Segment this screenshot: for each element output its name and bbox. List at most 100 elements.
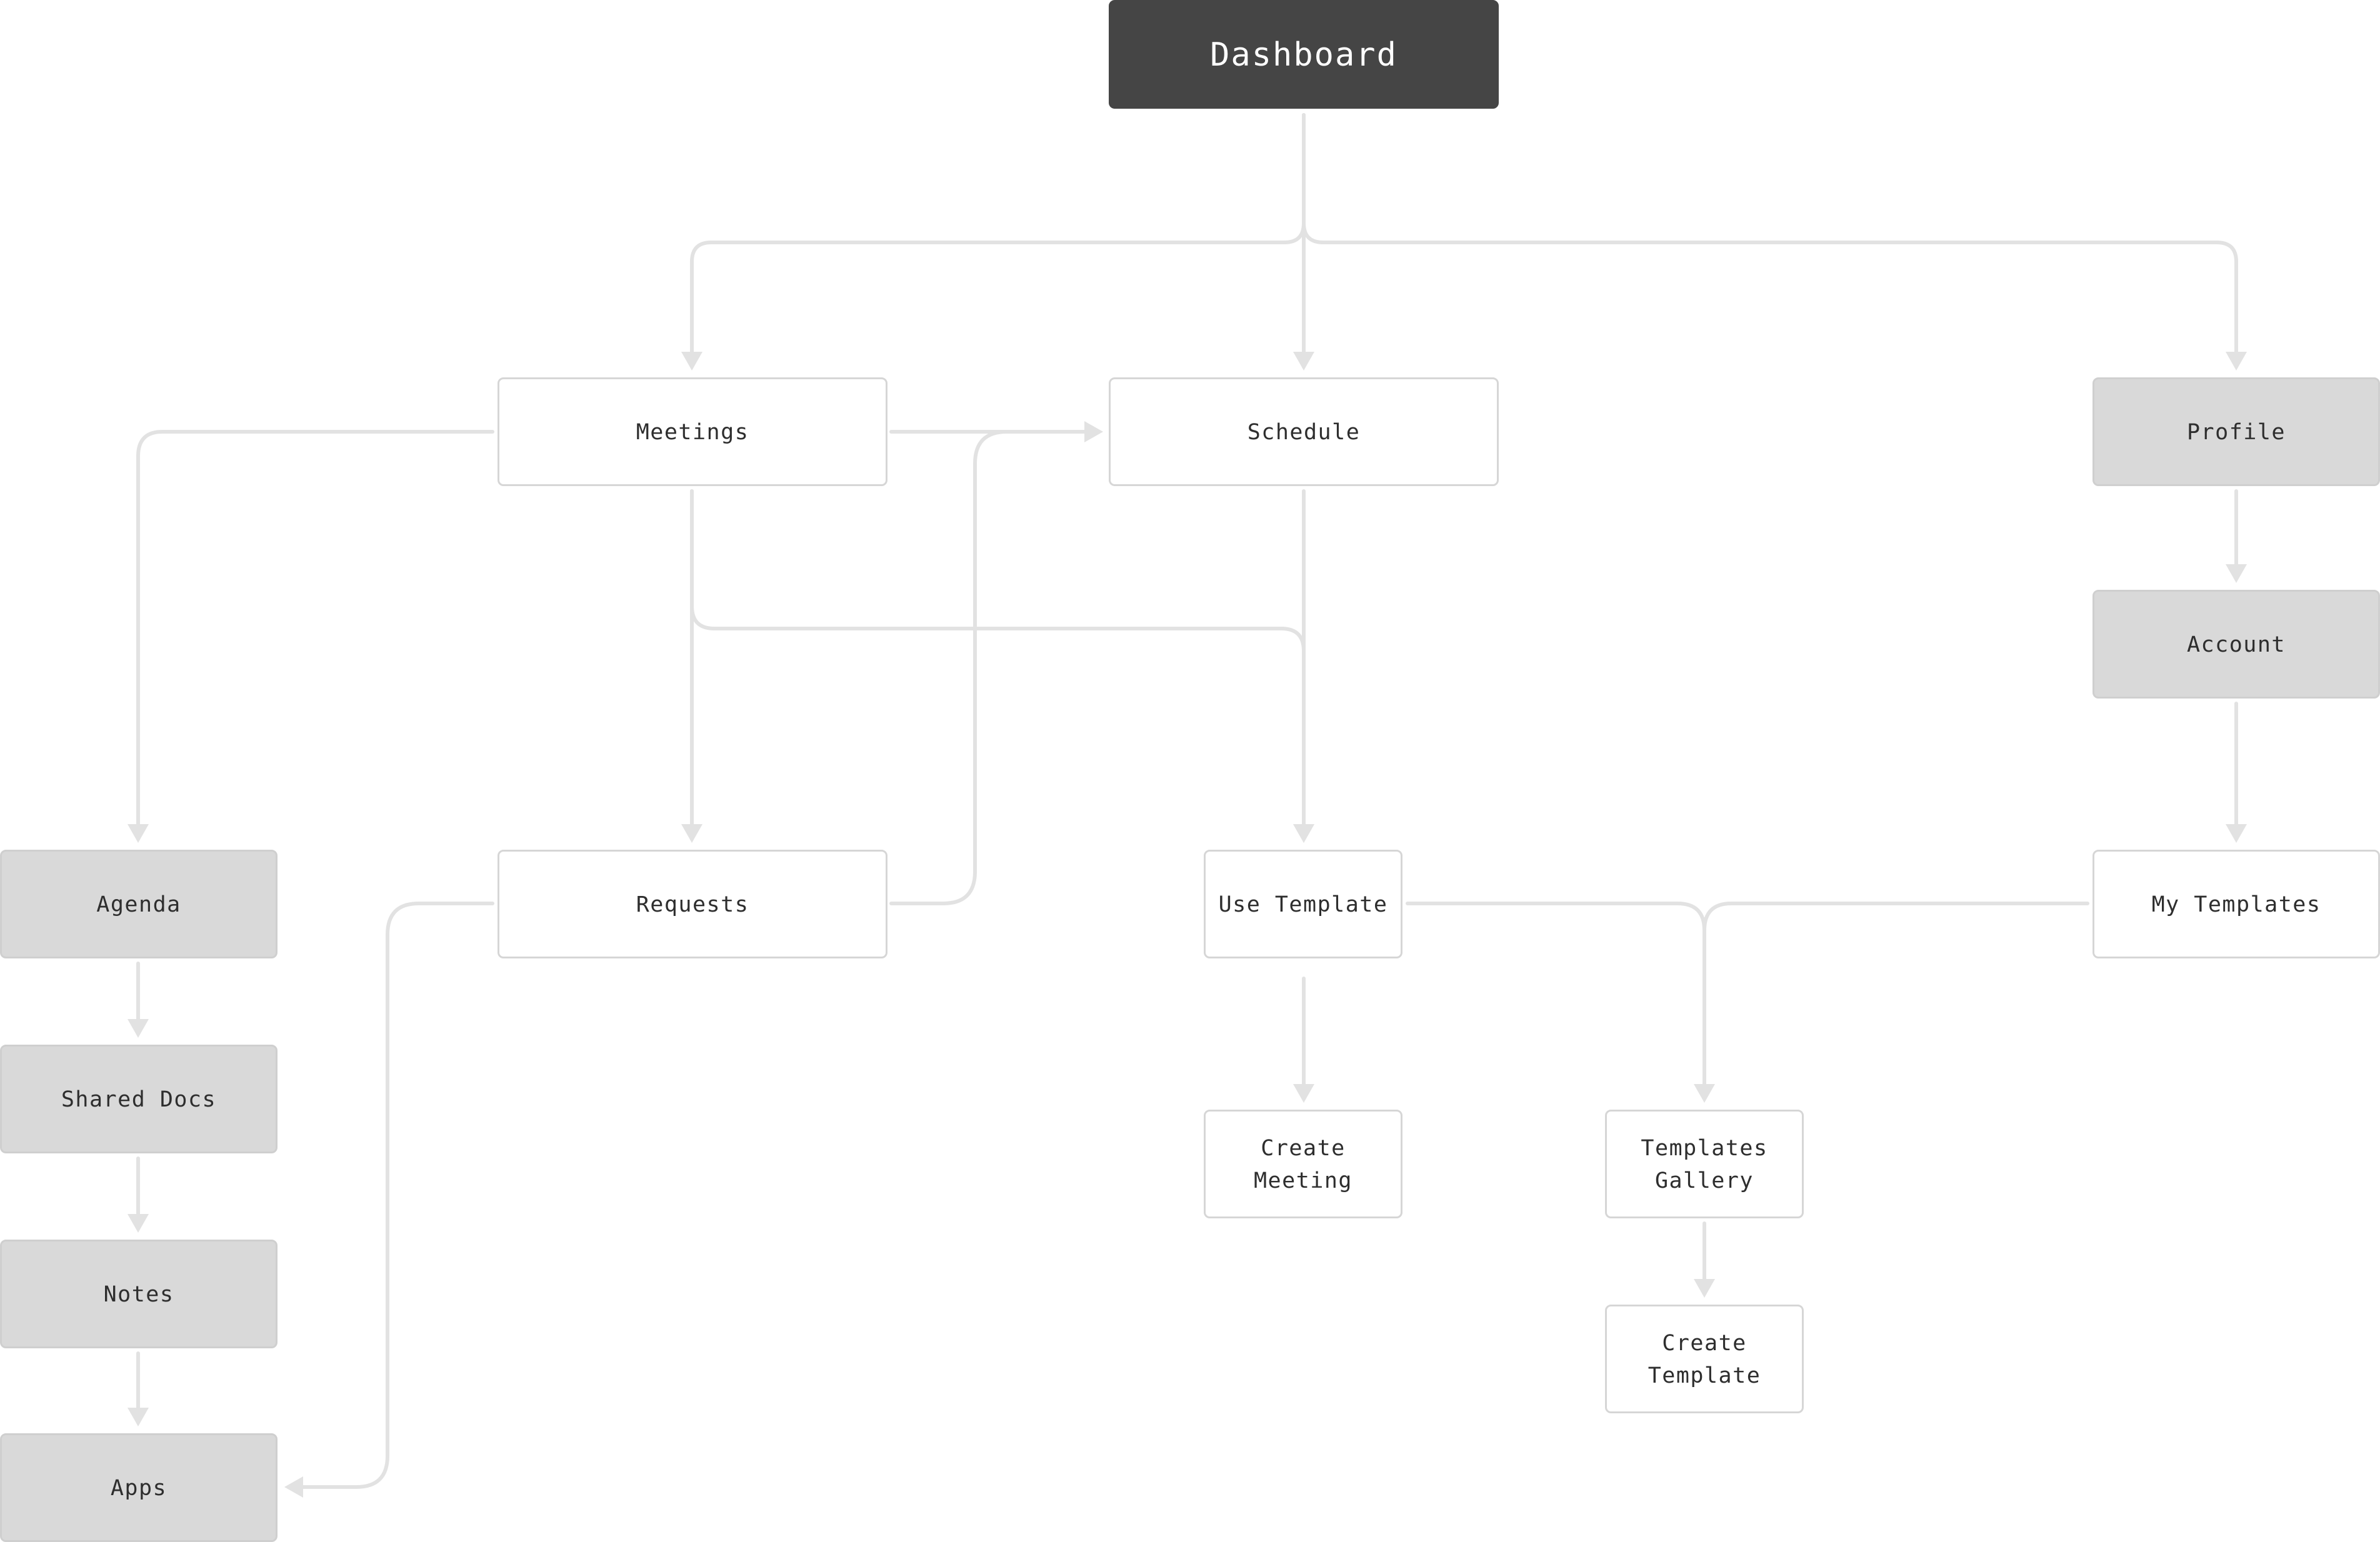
node-label-line: Gallery [1655,1168,1754,1193]
arrowhead-icon [1293,1084,1314,1103]
node-apps[interactable]: Apps [0,1433,278,1542]
node-meetings[interactable]: Meetings [498,377,888,486]
connector-line [1302,113,2238,356]
arrowhead-icon [1084,421,1103,442]
arrowhead-icon [2226,352,2247,371]
node-box [2092,850,2380,958]
connector-use-template-to-create-meeting [1293,977,1314,1103]
node-box [2092,377,2380,486]
connector-line [299,902,494,1489]
connector-requests-to-apps [284,902,494,1498]
node-label: Apps [111,1476,167,1501]
node-label-line: Shared Docs [61,1087,216,1112]
node-label: Account [2187,632,2286,657]
connector-agenda-to-shared-docs [128,962,149,1038]
node-box [498,850,888,958]
connector-meetings-to-agenda [128,430,494,843]
node-label-line: Apps [111,1476,167,1501]
node-box [1109,0,1499,109]
arrowhead-icon [2226,564,2247,583]
connector-line [889,430,1088,905]
node-box [0,850,278,958]
node-box [1204,850,1402,958]
arrowhead-icon [1293,824,1314,843]
arrowhead-icon [681,352,702,371]
connector-use-template-to-templates-gallery [1406,902,1715,1103]
connector-requests-to-schedule [889,430,1088,905]
arrowhead-icon [1694,1084,1715,1103]
connector-line [690,113,1306,356]
node-box [1605,1305,1804,1413]
arrowhead-icon [128,1019,149,1038]
node-box [0,1240,278,1348]
node-my-templates[interactable]: My Templates [2092,850,2380,958]
node-box [0,1045,278,1153]
node-account[interactable]: Account [2092,590,2380,699]
node-label: Meetings [636,420,749,445]
node-shared-docs[interactable]: Shared Docs [0,1045,278,1153]
arrowhead-icon [2226,824,2247,843]
connector-line [1406,902,1706,1088]
node-requests[interactable]: Requests [498,850,888,958]
node-label: Agenda [96,892,181,917]
arrowhead-icon [681,824,702,843]
node-box [1109,377,1499,486]
connector-my-templates-to-templates-gallery [1702,902,2089,932]
node-label-line: Meetings [636,420,749,445]
node-label: Shared Docs [61,1087,216,1112]
node-profile[interactable]: Profile [2092,377,2380,486]
node-label: Schedule [1248,420,1361,445]
node-label: Dashboard [1210,36,1398,74]
connector-line [136,430,494,828]
node-label-line: Create [1261,1136,1345,1161]
arrowhead-icon [128,824,149,843]
node-label: Requests [636,892,749,917]
connector-schedule-to-use-template [1293,489,1314,843]
node-label: Notes [104,1282,174,1307]
node-agenda[interactable]: Agenda [0,850,278,958]
node-box [498,377,888,486]
node-label: My Templates [2152,892,2321,917]
node-notes[interactable]: Notes [0,1240,278,1348]
node-label-line: Dashboard [1210,36,1398,74]
node-label-line: Schedule [1248,420,1361,445]
node-label-line: Meeting [1254,1168,1352,1193]
connector-profile-to-account [2226,489,2247,583]
node-label-line: Profile [2187,420,2286,445]
connector-shared-docs-to-notes [128,1156,149,1233]
connector-dashboard-to-profile [1302,113,2247,371]
connector-dashboard-to-meetings [681,113,1306,371]
arrowhead-icon [1694,1279,1715,1298]
node-dashboard[interactable]: Dashboard [1109,0,1499,109]
connectors-layer [128,113,2247,1498]
node-box [0,1433,278,1542]
arrowhead-icon [128,1214,149,1233]
node-label-line: Template [1648,1363,1761,1388]
connector-line [1702,902,2089,932]
node-label-line: Use Template [1219,892,1388,917]
node-box [2092,590,2380,699]
arrowhead-icon [128,1408,149,1426]
connector-account-to-my-templates [2226,702,2247,843]
arrowhead-icon [1293,352,1314,371]
node-use-template[interactable]: Use Template [1204,850,1402,958]
node-box [1605,1110,1804,1218]
connector-line [690,489,1306,828]
connector-notes-to-apps [128,1351,149,1426]
node-label-line: Requests [636,892,749,917]
arrowhead-icon [284,1476,303,1498]
node-schedule[interactable]: Schedule [1109,377,1499,486]
node-label-line: Notes [104,1282,174,1307]
node-label-line: Account [2187,632,2286,657]
node-label: Profile [2187,420,2286,445]
connector-meetings-to-use-template [690,489,1314,843]
node-box [1204,1110,1402,1218]
node-label: Use Template [1219,892,1388,917]
